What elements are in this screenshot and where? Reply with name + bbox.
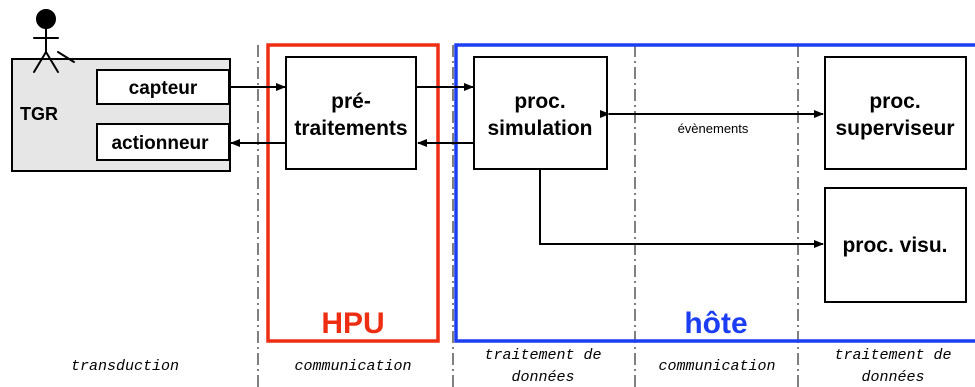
capteur-label: capteur bbox=[129, 78, 198, 99]
hote-label: hôte bbox=[684, 307, 747, 340]
actionneur-box bbox=[96, 123, 230, 161]
column-label-communication-2: communication bbox=[658, 358, 775, 375]
column-label-traitement-2-line1: traitement de bbox=[834, 347, 951, 364]
column-label-traitement-2-line2: données bbox=[861, 369, 924, 386]
pretraitements-label-line2: traitements bbox=[294, 117, 407, 140]
simulation-label-line1: proc. bbox=[514, 90, 565, 113]
column-label-traitement-1-line1: traitement de bbox=[484, 347, 601, 364]
tgr-label: TGR bbox=[20, 104, 58, 124]
visu-box bbox=[824, 187, 967, 303]
stick-figure-icon bbox=[33, 9, 75, 73]
simulation-label-line2: simulation bbox=[487, 117, 592, 140]
hpu-zone bbox=[266, 43, 440, 343]
superviseur-box bbox=[824, 56, 967, 170]
superviseur-label-line2: superviseur bbox=[835, 117, 954, 140]
pretraitements-box bbox=[285, 56, 417, 170]
arrow-simulation-to-visu bbox=[539, 170, 824, 248]
visu-label: proc. visu. bbox=[842, 234, 947, 257]
capteur-box bbox=[96, 69, 230, 105]
superviseur-label-line1: proc. bbox=[869, 90, 920, 113]
column-separators bbox=[257, 45, 799, 387]
connectors bbox=[229, 83, 824, 248]
simulation-box bbox=[473, 56, 608, 170]
column-label-transduction: transduction bbox=[71, 358, 179, 375]
pretraitements-label-line1: pré- bbox=[331, 90, 371, 113]
column-label-communication-1: communication bbox=[294, 358, 411, 375]
hpu-label: HPU bbox=[321, 307, 384, 340]
events-label: évènements bbox=[678, 121, 749, 136]
hote-zone bbox=[454, 43, 975, 343]
column-label-traitement-1-line2: données bbox=[511, 369, 574, 386]
actionneur-label: actionneur bbox=[111, 133, 209, 154]
